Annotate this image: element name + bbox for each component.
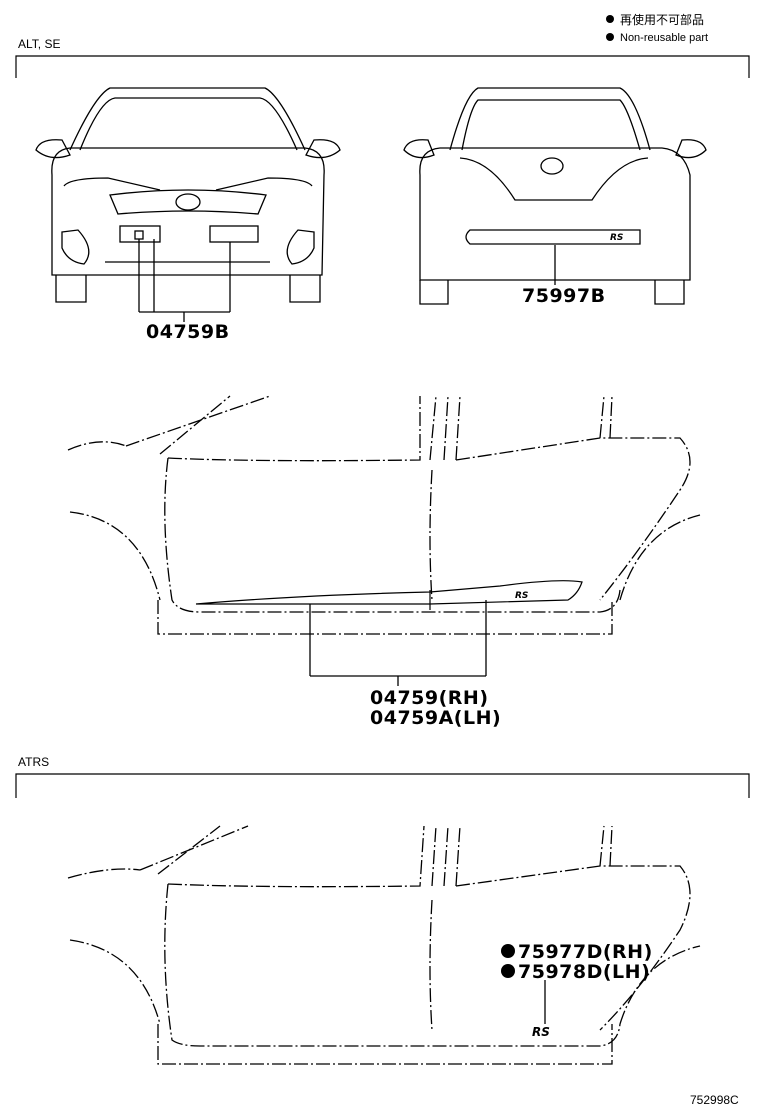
section-label-alt-se: ALT, SE	[18, 37, 60, 51]
side-view-drawing-1	[67, 395, 701, 635]
side-emblem-text-2: RS	[532, 1025, 550, 1039]
legend-bullet-icon	[606, 33, 614, 41]
legend-english: Non-reusable part	[620, 32, 708, 44]
section-label-atrs: ATRS	[18, 755, 49, 769]
side-emblem-text-1: RS	[515, 591, 528, 601]
front-view-drawing	[35, 87, 341, 303]
rear-emblem-text: RS	[610, 233, 623, 243]
non-reusable-bullet-icon	[501, 964, 515, 978]
figure-id: 752998C	[690, 1093, 739, 1107]
part-number-side-lh: 04759A(LH)	[370, 707, 501, 729]
side-callout-1	[309, 600, 487, 686]
section-bracket	[15, 55, 750, 78]
side-molding-1	[195, 580, 583, 610]
part-number-side-rh: 04759(RH)	[370, 687, 489, 709]
rear-view-drawing	[403, 87, 707, 305]
legend-bullet-icon	[606, 15, 614, 23]
legend-japanese: 再使用不可部品	[620, 12, 704, 27]
section-bracket	[15, 773, 750, 798]
part-number-emblem-lh: 75978D(LH)	[518, 961, 650, 983]
part-number-emblem-rh: 75977D(RH)	[518, 941, 653, 963]
part-number-rear: 75997B	[522, 285, 606, 307]
part-number-front: 04759B	[146, 321, 230, 343]
legend: 再使用不可部品 Non-reusable part	[606, 12, 708, 44]
side-view-drawing-2	[67, 825, 701, 1065]
front-callout	[134, 230, 231, 322]
non-reusable-bullet-icon	[501, 944, 515, 958]
